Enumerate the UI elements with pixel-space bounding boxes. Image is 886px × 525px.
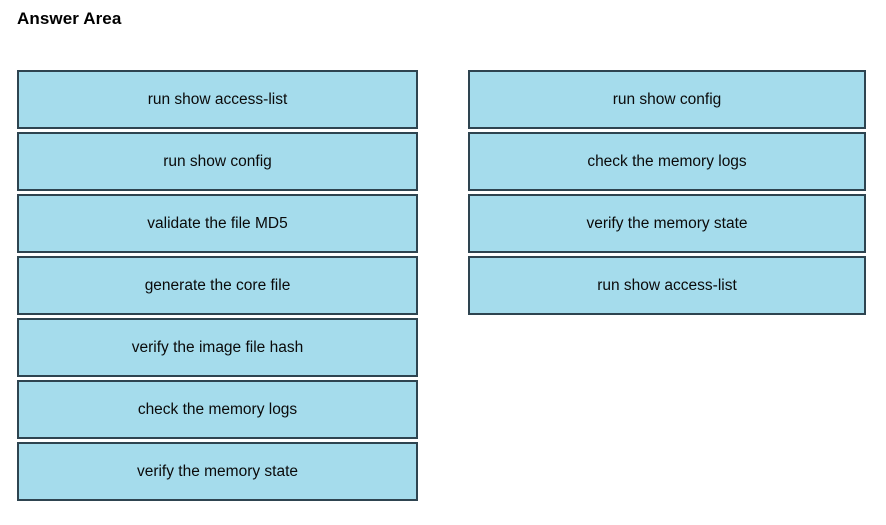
option-item[interactable]: run show config [17, 132, 418, 191]
answer-slot-label: verify the memory state [586, 214, 748, 232]
option-label: generate the core file [144, 276, 291, 294]
page-title: Answer Area [17, 9, 122, 28]
option-label: run show config [163, 152, 272, 170]
source-options-column: run show access-list run show config val… [17, 70, 418, 501]
option-item[interactable]: generate the core file [17, 256, 418, 315]
option-label: validate the file MD5 [147, 214, 288, 232]
option-label: verify the image file hash [131, 338, 304, 356]
answer-slot-item[interactable]: run show config [468, 70, 866, 129]
answer-slots-column: run show config check the memory logs ve… [468, 70, 866, 315]
option-label: run show access-list [147, 90, 288, 108]
answer-slot-label: run show access-list [597, 276, 737, 294]
option-label: check the memory logs [137, 400, 298, 418]
answer-slot-label: run show config [612, 90, 722, 108]
answer-slot-item[interactable]: verify the memory state [468, 194, 866, 253]
option-item[interactable]: verify the image file hash [17, 318, 418, 377]
option-label: verify the memory state [136, 462, 299, 480]
answer-slot-label: check the memory logs [587, 152, 747, 170]
option-item[interactable]: run show access-list [17, 70, 418, 129]
option-item[interactable]: verify the memory state [17, 442, 418, 501]
answer-slot-item[interactable]: check the memory logs [468, 132, 866, 191]
option-item[interactable]: check the memory logs [17, 380, 418, 439]
option-item[interactable]: validate the file MD5 [17, 194, 418, 253]
answer-slot-item[interactable]: run show access-list [468, 256, 866, 315]
